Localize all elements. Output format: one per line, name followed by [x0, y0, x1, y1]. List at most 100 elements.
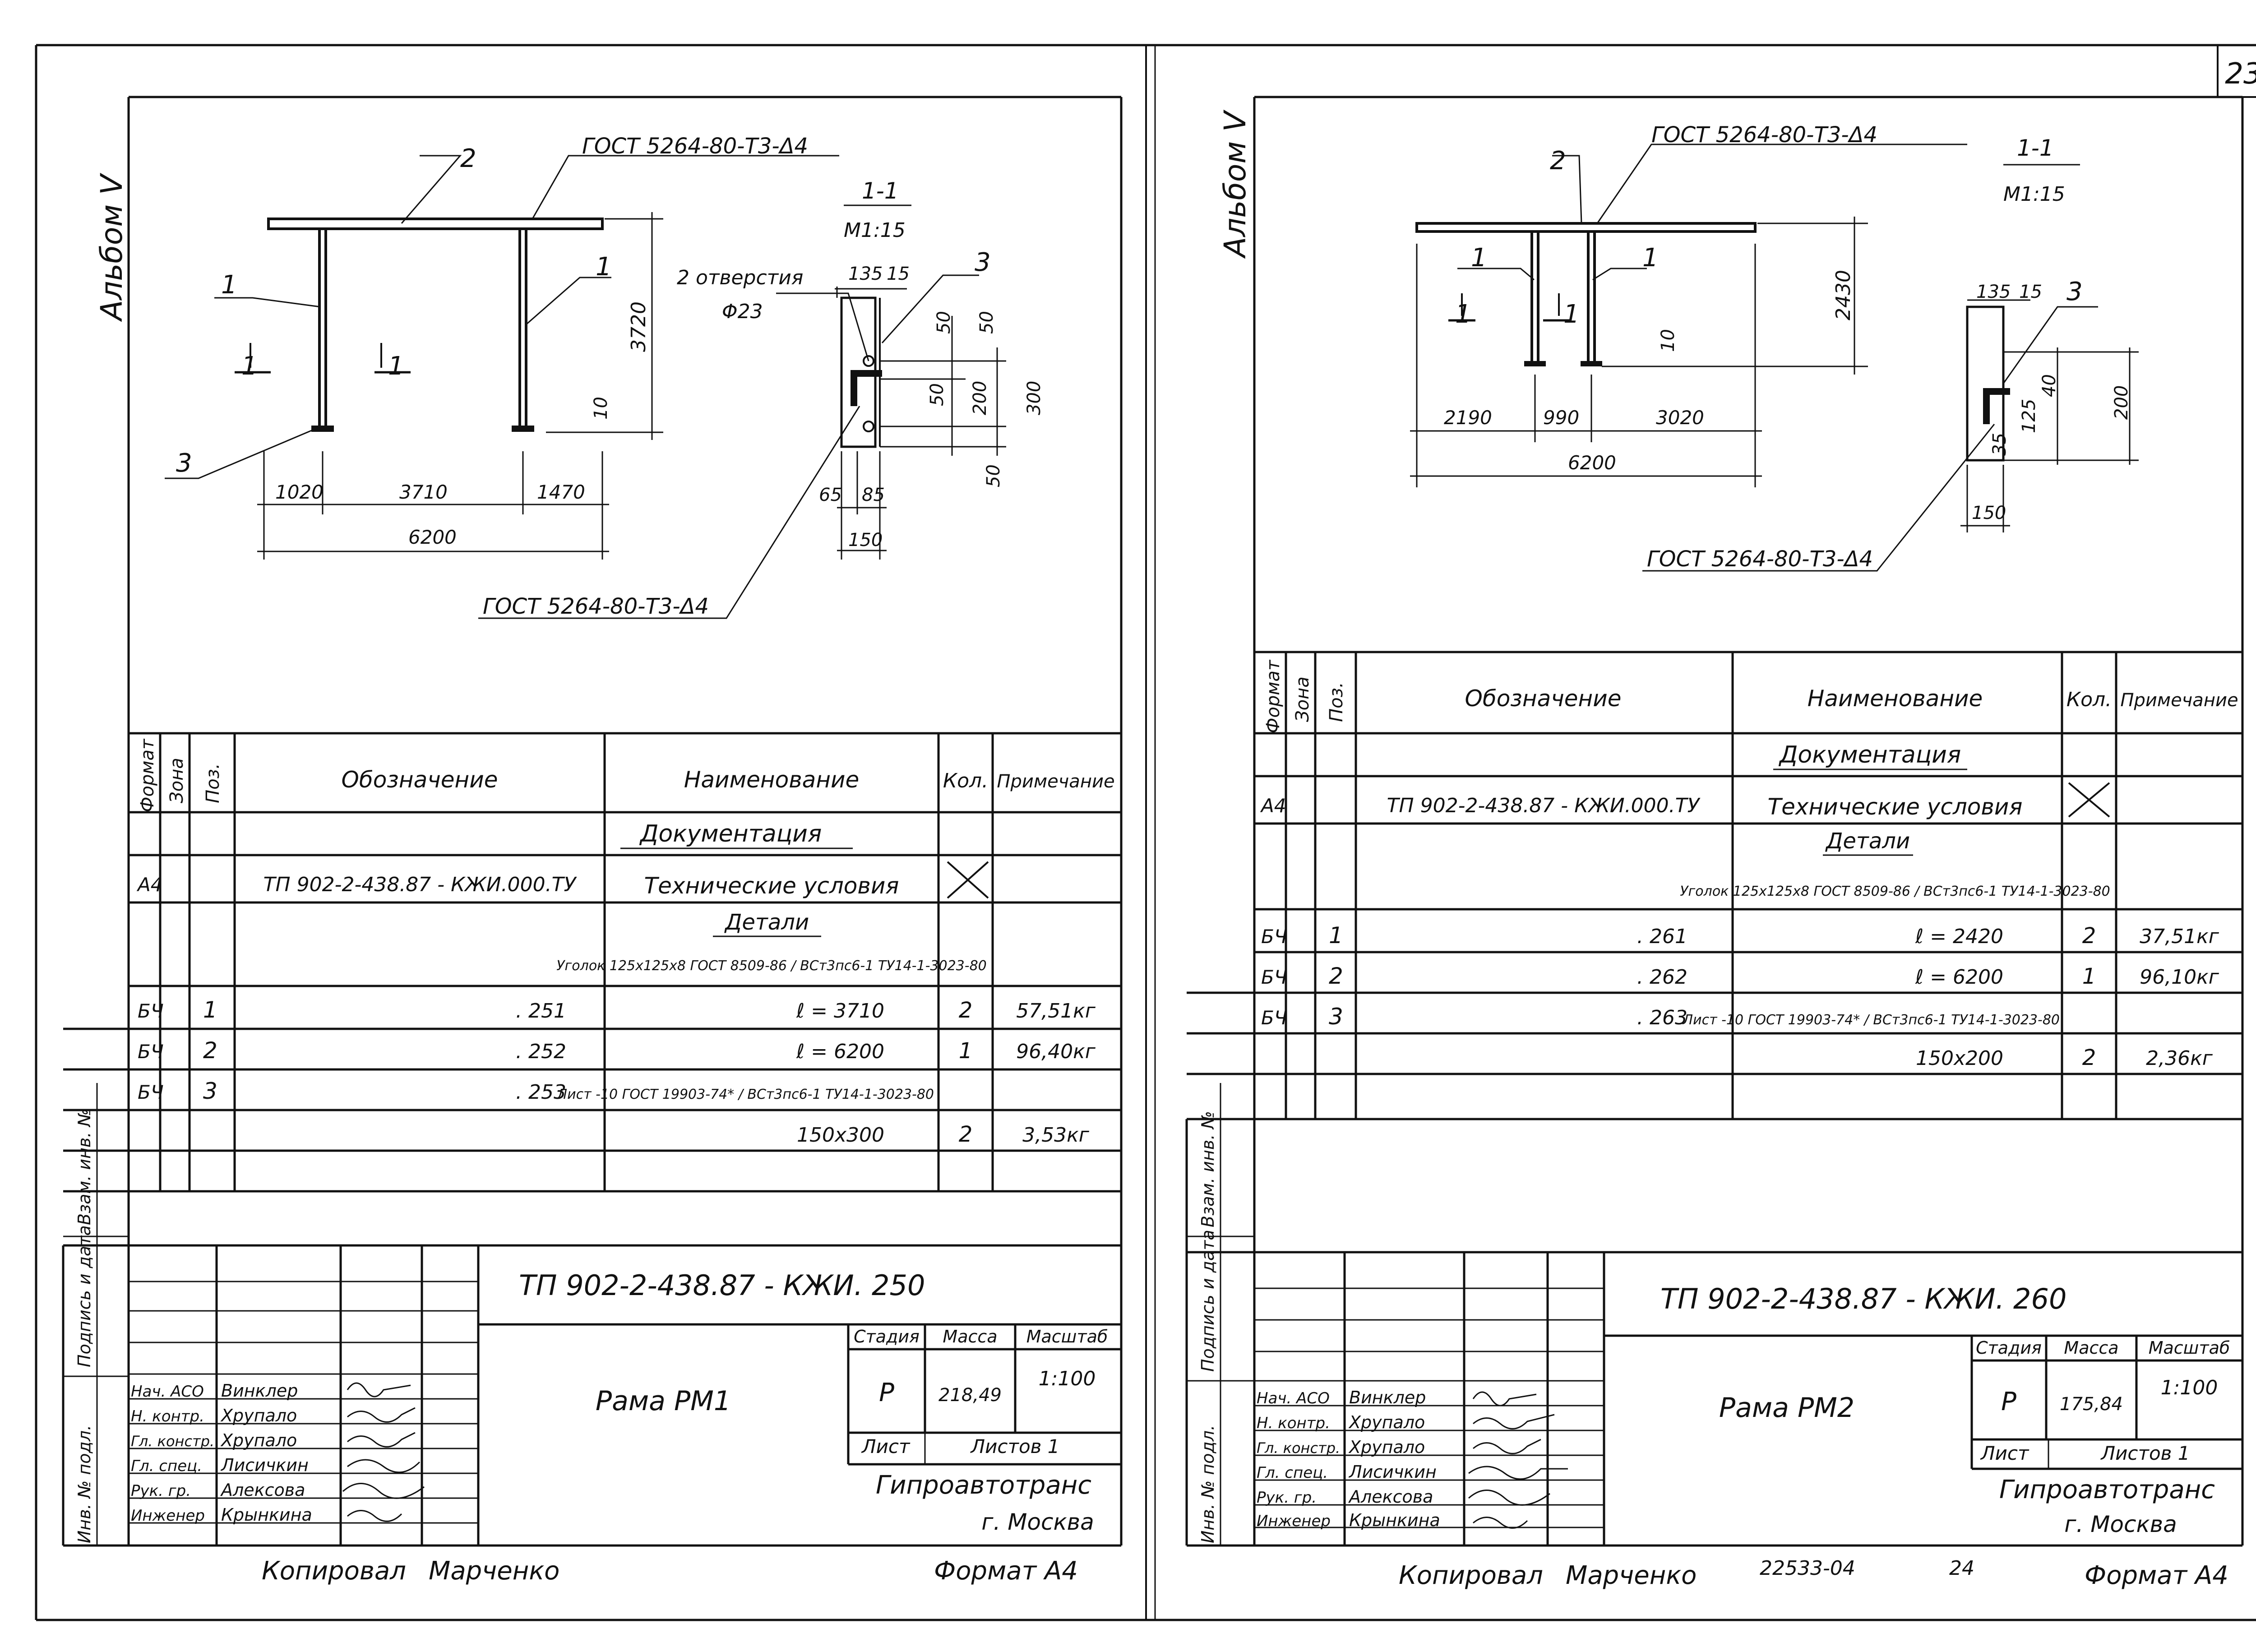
- row-designation: . 262: [1637, 966, 1687, 989]
- row-pos: 1: [203, 997, 217, 1023]
- mass-label: Масса: [2064, 1338, 2118, 1358]
- stamp-code: ТП 902-2-438.87 - КЖИ. 250: [519, 1269, 925, 1302]
- copier-name: Марченко: [1566, 1561, 1697, 1590]
- row-format: А4: [136, 874, 162, 896]
- role-label: Нач. АСО: [1257, 1389, 1330, 1407]
- sheet-label: Лист: [861, 1435, 911, 1458]
- dim-10: 10: [591, 397, 611, 420]
- row-note: 37,51кг: [2140, 925, 2219, 948]
- bottom-code: 22533-04: [1760, 1557, 1855, 1580]
- gost-top-label: ГОСТ 5264-80-Т3-Δ4: [1651, 122, 1877, 148]
- col-header-designation: Обозначение: [1465, 685, 1622, 712]
- title-block: Инв. № подл. Подпись и дата Взам. инв. №…: [1185, 1083, 2242, 1546]
- gost-bottom-label: ГОСТ 5264-80-Т3-Δ4: [1647, 546, 1873, 572]
- pos-label: 2: [460, 144, 476, 173]
- copied-by-label: Копировал: [262, 1556, 406, 1586]
- row-designation: . 263: [1637, 1006, 1687, 1029]
- row-qty: 1: [959, 1038, 973, 1064]
- dim-bottom: 3020: [1656, 407, 1704, 429]
- format-label: Формат А4: [2085, 1561, 2228, 1590]
- side-label: Инв. № подл.: [1198, 1425, 1218, 1543]
- sheet-left: Альбом V: [62, 96, 1123, 1586]
- gost-bottom-label: ГОСТ 5264-80-Т3-Δ4: [483, 594, 709, 619]
- person-name: Хрупало: [1348, 1437, 1425, 1457]
- row-pos: 1: [1329, 922, 1343, 949]
- format-label: Формат А4: [934, 1556, 1078, 1586]
- role-label: Гл. констр.: [1257, 1439, 1340, 1457]
- row-designation: . 251: [516, 1000, 566, 1023]
- col-header-qty: Кол.: [943, 769, 988, 792]
- mass-label: Масса: [943, 1327, 997, 1347]
- col-header-qty: Кол.: [2066, 688, 2112, 711]
- section-parts: Детали: [724, 910, 809, 935]
- side-label: Подпись и дата: [1198, 1230, 1218, 1372]
- mass-value: 218,49: [938, 1385, 1002, 1406]
- person-name: Хрупало: [1348, 1412, 1425, 1432]
- height-dim: 3720: [627, 301, 650, 352]
- pos-label: 1: [596, 252, 612, 282]
- plate-dim-right: 50: [934, 311, 954, 334]
- section-docs: Документация: [639, 820, 822, 847]
- row-name: Лист -10 ГОСТ 19903-74* / ВСт3пс6-1 ТУ14…: [557, 1087, 934, 1102]
- col-header-designation: Обозначение: [342, 767, 498, 793]
- plate-dim-top: 15: [887, 264, 910, 284]
- col-header-note: Примечание: [2120, 690, 2238, 711]
- row-name: Уголок 125х125х8 ГОСТ 8509-86 / ВСт3пс6-…: [556, 958, 987, 974]
- plate-dim-right: 50: [976, 311, 997, 334]
- plate-dim-bottom: 65: [819, 485, 842, 505]
- pos-label: 2: [1550, 146, 1566, 176]
- col-header-format: Формат: [1263, 659, 1284, 733]
- side-label: Подпись и дата: [74, 1225, 94, 1367]
- album-label: Альбом V: [94, 173, 129, 322]
- col-header-format: Формат: [137, 738, 158, 812]
- sheet-label: Лист: [1980, 1442, 2029, 1464]
- row-qty: 2: [2082, 1045, 2096, 1070]
- holes-label: 2 отверстия: [677, 266, 803, 289]
- role-label: Гл. спец.: [1257, 1464, 1328, 1482]
- pos-label: 3: [176, 449, 192, 478]
- dim-bottom: 1020: [275, 481, 324, 503]
- plate-dim-right: 35: [1989, 433, 2010, 456]
- row-name: 150х300: [797, 1124, 884, 1147]
- role-label: Н. контр.: [1257, 1414, 1330, 1432]
- row-note: 96,10кг: [2140, 966, 2219, 989]
- total-width-dim: 6200: [1568, 452, 1616, 474]
- plate-dim-right: 50: [927, 383, 948, 406]
- dim-bottom: 990: [1543, 407, 1579, 429]
- total-width-dim: 6200: [408, 526, 457, 548]
- role-label: Нач. АСО: [131, 1383, 204, 1401]
- row-name: Лист -10 ГОСТ 19903-74* / ВСт3пс6-1 ТУ14…: [1683, 1012, 2060, 1028]
- section-docs: Документация: [1779, 741, 1961, 768]
- plate-dim-right: 300: [1024, 381, 1045, 415]
- row-note: 57,51кг: [1016, 1000, 1096, 1023]
- side-label: Взам. инв. №: [74, 1109, 94, 1225]
- pos-label: 3: [975, 248, 991, 277]
- row-format: БЧ: [1261, 966, 1287, 988]
- sheets-label: Листов 1: [970, 1435, 1060, 1458]
- org-name: Гипроавтотранс: [1999, 1475, 2215, 1504]
- spec-table: Формат Зона Поз. Обозначение Наименовани…: [63, 732, 1121, 1247]
- row-designation: . 253: [516, 1081, 566, 1104]
- row-name: Технические условия: [1768, 794, 2023, 820]
- scale-value: 1:100: [2161, 1376, 2218, 1399]
- dim-bottom: 3710: [399, 481, 448, 503]
- col-header-name: Наименование: [684, 767, 860, 793]
- sheets-label: Листов 1: [2100, 1442, 2190, 1464]
- row-note: 2,36кг: [2146, 1047, 2213, 1070]
- plate-dim-right: 50: [983, 464, 1004, 487]
- role-label: Рук. гр.: [131, 1482, 191, 1500]
- row-format: БЧ: [138, 1041, 164, 1063]
- role-label: Н. контр.: [131, 1407, 204, 1425]
- row-designation: ТП 902-2-438.87 - КЖИ.000.ТУ: [1387, 794, 1701, 817]
- row-format: БЧ: [1261, 925, 1287, 948]
- row-pos: 2: [203, 1037, 217, 1064]
- role-label: Инженер: [1257, 1512, 1331, 1530]
- plate-dim-bottom: 150: [848, 530, 883, 551]
- row-qty: 1: [2082, 964, 2096, 989]
- person-name: Алексова: [220, 1480, 305, 1500]
- org-city: г. Москва: [2064, 1511, 2177, 1537]
- person-name: Винклер: [1349, 1388, 1426, 1407]
- plate-dim-right: 200: [970, 381, 990, 415]
- row-qty: 2: [959, 998, 973, 1023]
